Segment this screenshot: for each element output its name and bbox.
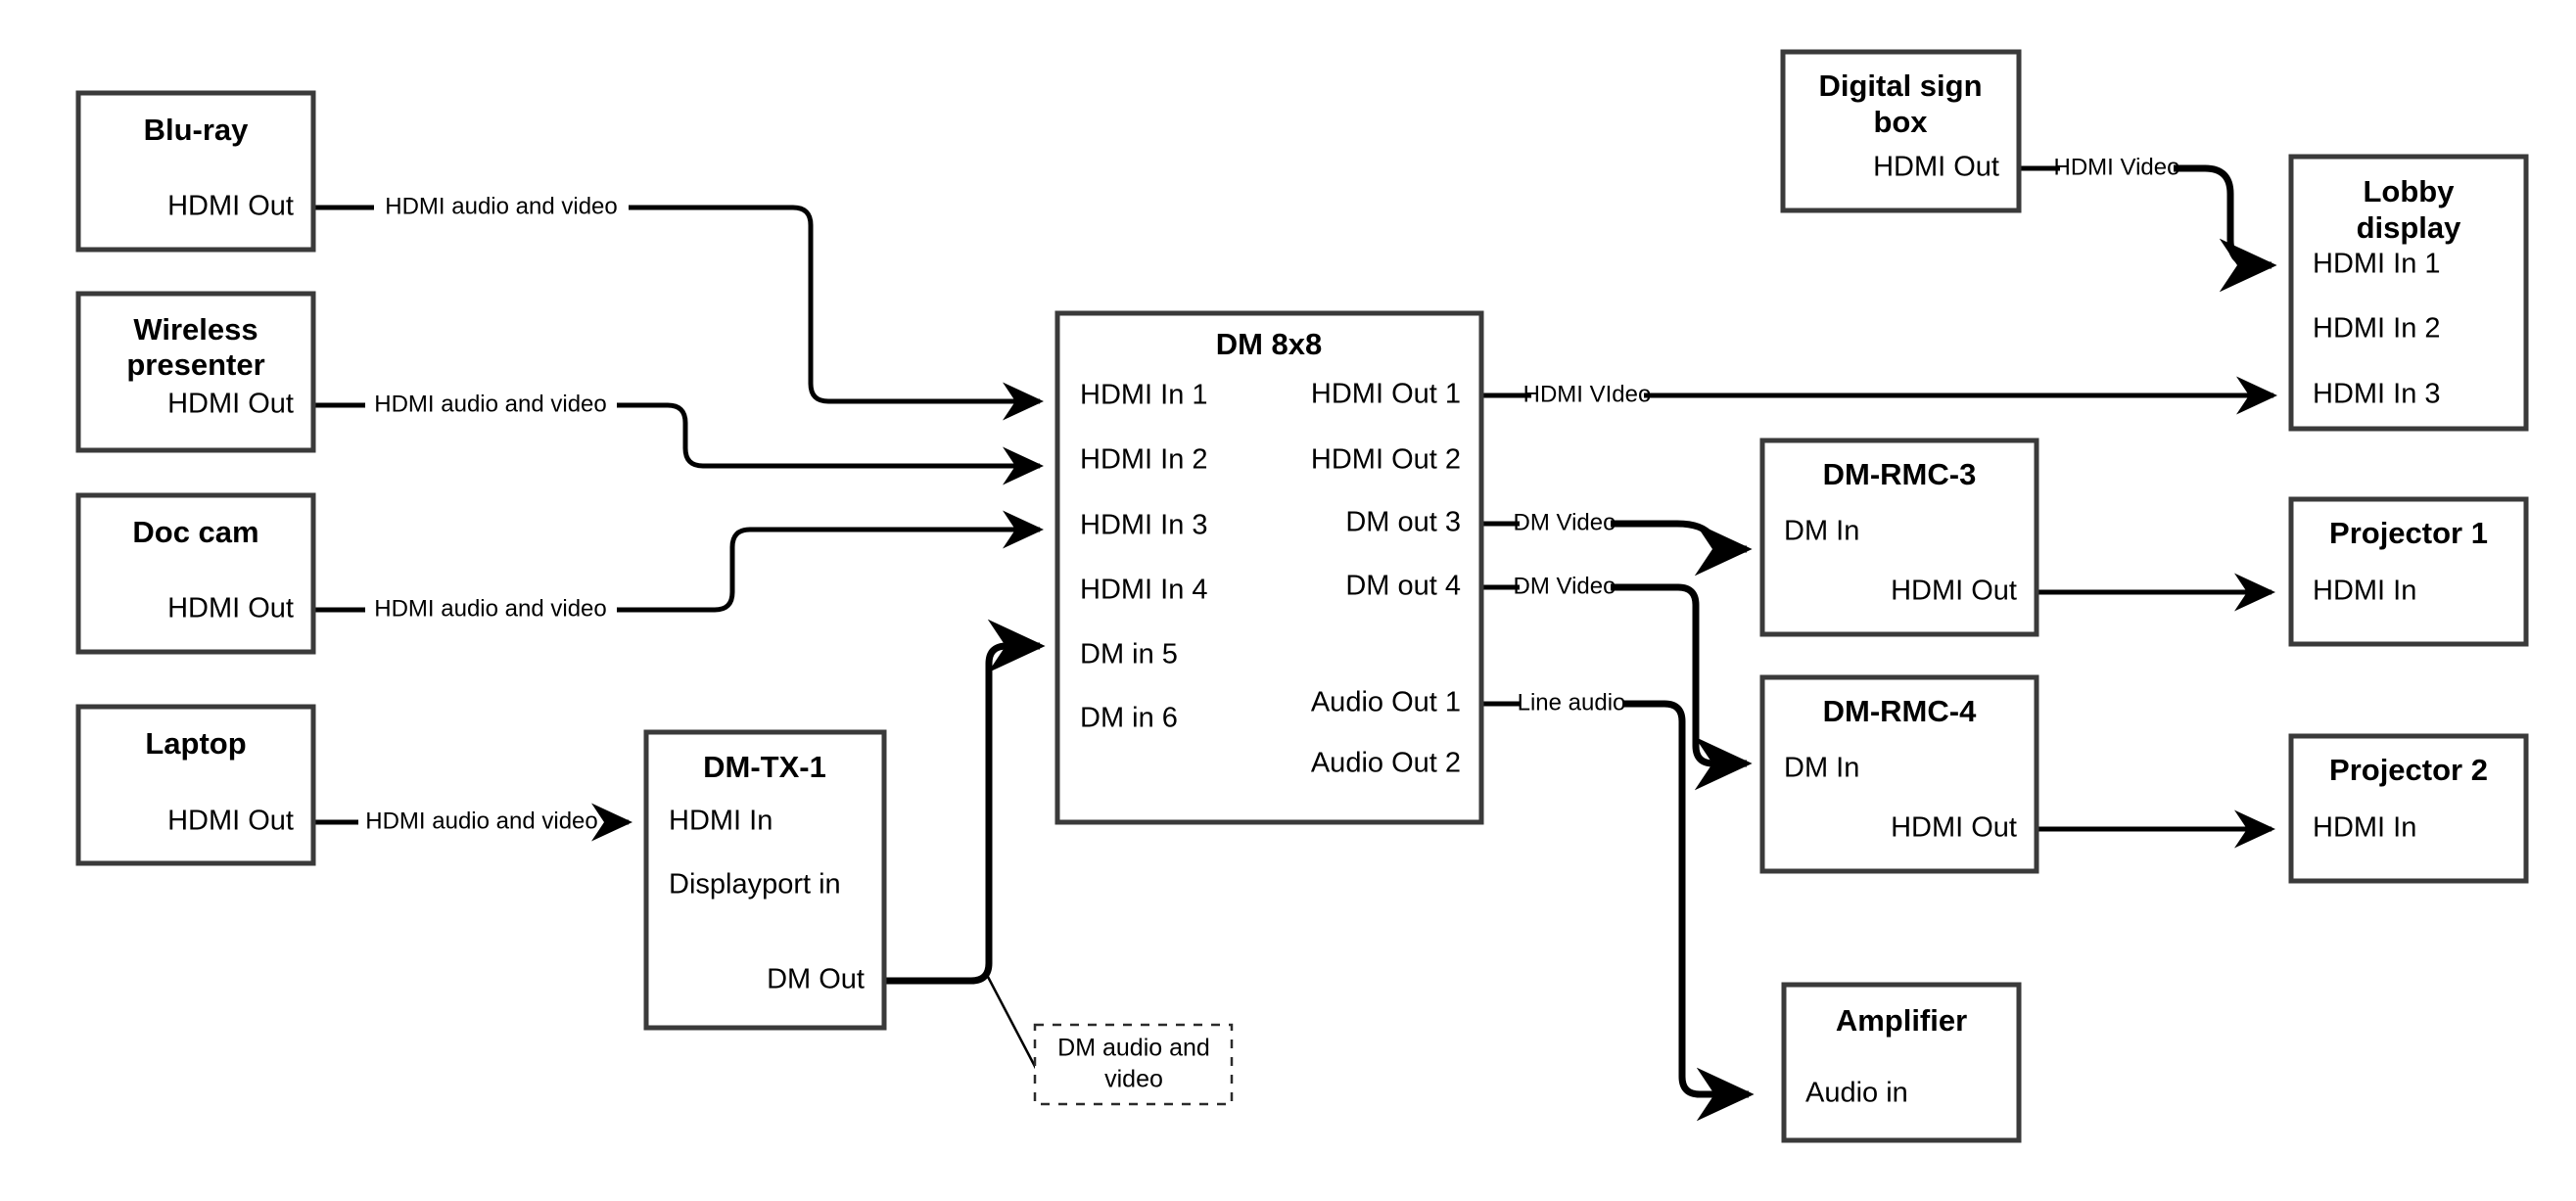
port-bluray-hdmi-out: HDMI Out [167,191,294,222]
device-title-bluray: Blu-ray [144,113,250,147]
wire-sign-to-lobby: HDMI Video [2019,154,2277,293]
port-dm8x8-out-4: DM out 4 [1345,571,1461,602]
device-title-sign-line1: Digital sign [1818,69,1982,103]
device-title-dmrmc4: DM-RMC-4 [1823,694,1977,728]
port-dmtx1-displayport-in: Displayport in [669,869,841,901]
port-sign-hdmi-out: HDMI Out [1873,152,1999,183]
device-title-wireless-line2: presenter [126,347,264,382]
port-doccam-hdmi-out: HDMI Out [167,593,294,624]
port-dm8x8-in-1: HDMI In 1 [1080,380,1208,411]
wire-label-dm-video-rmc4: DM Video [1514,573,1616,599]
port-dmrmc3-dm-in: DM In [1784,516,1859,547]
device-title-lobby-line2: display [2357,210,2462,245]
port-dmrmc3-hdmi-out: HDMI Out [1891,576,2017,607]
port-lobby-hdmi-in-1: HDMI In 1 [2313,249,2441,280]
port-dmtx1-dm-out: DM Out [767,964,865,995]
port-dmtx1-hdmi-in: HDMI In [669,806,773,837]
device-projector-2[interactable]: Projector 2 HDMI In [2288,733,2529,884]
device-title-dmtx1: DM-TX-1 [703,750,826,784]
device-projector-1[interactable]: Projector 1 HDMI In [2288,496,2529,647]
port-dmrmc4-hdmi-out: HDMI Out [1891,812,2017,844]
port-amplifier-audio-in: Audio in [1805,1078,1908,1109]
wire-label-laptop: HDMI audio and video [365,808,597,834]
device-dm-rmc-4[interactable]: DM-RMC-4 DM In HDMI Out [1759,674,2039,874]
device-title-dmrmc3: DM-RMC-3 [1823,457,1977,491]
wire-wireless-to-dm8x8: HDMI audio and video [313,391,1045,485]
port-dm8x8-audio-out-1: Audio Out 1 [1311,687,1461,718]
note-dm-audio-and-video: DM audio and video [1033,1023,1234,1106]
port-projector1-hdmi-in: HDMI In [2313,576,2416,607]
port-dm8x8-audio-out-2: Audio Out 2 [1311,748,1461,779]
wire-label-doccam: HDMI audio and video [374,595,606,622]
port-dm8x8-out-3: DM out 3 [1345,507,1461,538]
port-dmrmc4-dm-in: DM In [1784,753,1859,784]
device-title-wireless-line1: Wireless [133,312,258,346]
note-line-1: DM audio and [1057,1035,1210,1062]
wire-label-bluray: HDMI audio and video [385,193,617,219]
port-laptop-hdmi-out: HDMI Out [167,806,294,837]
port-dm8x8-out-2: HDMI Out 2 [1311,444,1461,476]
note-line-2: video [1104,1066,1163,1093]
device-title-doccam: Doc cam [132,515,258,549]
port-lobby-hdmi-in-2: HDMI In 2 [2313,313,2441,345]
port-dm8x8-in-3: HDMI In 3 [1080,510,1208,541]
wire-bluray-to-dm8x8: HDMI audio and video [313,193,1045,421]
device-title-sign-line2: box [1873,105,1928,139]
wire-dm8x8-hdmiout1-to-lobby: HDMI VIdeo [1481,376,2278,415]
port-dm8x8-in-2: HDMI In 2 [1080,444,1208,476]
wire-label-hdmi-video-lobby: HDMI VIdeo [1523,381,1652,407]
wire-dmtx1-to-dm8x8 [884,619,1046,1079]
device-laptop[interactable]: Laptop HDMI Out [75,704,316,866]
wire-doccam-to-dm8x8: HDMI audio and video [313,510,1045,622]
device-amplifier[interactable]: Amplifier Audio in [1781,982,2022,1143]
note-leader-line [985,974,1043,1079]
device-wireless-presenter[interactable]: Wireless presenter HDMI Out [75,291,316,453]
wire-dm8x8-audioout1-to-amp: Line audio [1481,689,1755,1122]
device-title-lobby-line1: Lobby [2364,174,2456,208]
device-title-dm8x8: DM 8x8 [1216,327,1323,361]
port-projector2-hdmi-in: HDMI In [2313,812,2416,844]
device-bluray[interactable]: Blu-ray HDMI Out [75,90,316,253]
port-dm8x8-in-5: DM in 5 [1080,639,1178,670]
port-dm8x8-in-6: DM in 6 [1080,703,1178,734]
wire-label-dm-video-rmc3: DM Video [1514,509,1616,535]
device-title-projector1: Projector 1 [2329,516,2488,550]
wire-label-hdmi-video-sign: HDMI Video [2054,154,2180,180]
device-title-laptop: Laptop [145,726,246,761]
wire-label-wireless: HDMI audio and video [374,391,606,417]
wire-laptop-to-dmtx1: HDMI audio and video [313,803,633,842]
port-dm8x8-out-1: HDMI Out 1 [1311,379,1461,410]
device-digital-sign-box[interactable]: Digital sign box HDMI Out [1780,49,2022,213]
port-dm8x8-in-4: HDMI In 4 [1080,575,1208,606]
device-dm-8x8[interactable]: DM 8x8 HDMI In 1 HDMI In 2 HDMI In 3 HDM… [1054,310,1484,825]
device-title-amplifier: Amplifier [1836,1003,1967,1038]
device-dm-rmc-3[interactable]: DM-RMC-3 DM In HDMI Out [1759,438,2039,637]
port-lobby-hdmi-in-3: HDMI In 3 [2313,379,2441,410]
port-wireless-hdmi-out: HDMI Out [167,389,294,420]
wire-dm8x8-dmout4-to-rmc4: DM Video [1481,573,1753,791]
device-title-projector2: Projector 2 [2329,753,2488,787]
device-doc-cam[interactable]: Doc cam HDMI Out [75,492,316,655]
wire-label-line-audio: Line audio [1518,689,1626,716]
wire-dm8x8-dmout3-to-rmc3: DM Video [1481,509,1753,577]
device-lobby-display[interactable]: Lobby display HDMI In 1 HDMI In 2 HDMI I… [2288,154,2529,432]
device-dm-tx-1[interactable]: DM-TX-1 HDMI In Displayport in DM Out [643,729,887,1031]
